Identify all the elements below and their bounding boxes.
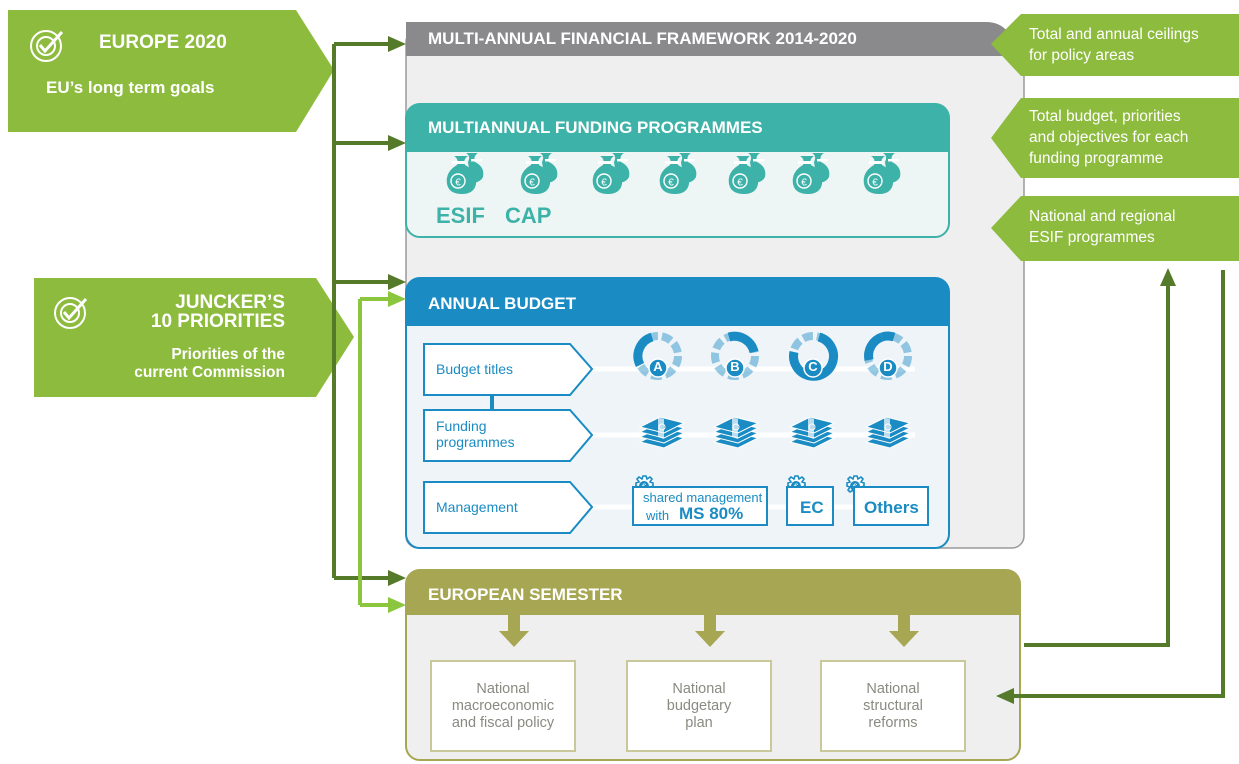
programmes-title: MULTIANNUAL FUNDING PROGRAMMES (428, 118, 763, 137)
row-label-budget-titles: Budget titles (436, 361, 514, 377)
light-green-arrowheads (388, 291, 406, 613)
budget-title-letter-a: A (653, 359, 663, 374)
dark-green-arrowheads (388, 36, 1176, 704)
europe2020-title: EUROPE 2020 (99, 32, 227, 53)
side-note-1-shape (991, 14, 1239, 76)
row-label-management: Management (436, 499, 518, 515)
side-note-2-line2: and objectives for each (1029, 129, 1189, 146)
semester-box-2-line3: plan (685, 714, 713, 731)
semester-box-2-line1: National (672, 680, 726, 697)
juncker-title-line2: 10 PRIORITIES (150, 311, 285, 332)
budget-title-letter-c: C (808, 359, 818, 374)
dark-green-connectors (332, 42, 1225, 698)
semester-box-3-line1: National (866, 680, 920, 697)
europe2020-shape (8, 10, 334, 132)
side-note-esif-programmes: National and regional ESIF programmes (1029, 206, 1176, 248)
light-green-connectors (358, 297, 390, 607)
side-note-2-line1: Total budget, priorities (1029, 108, 1181, 125)
management-shared-box: shared management with MS 80% (632, 486, 768, 526)
semester-box-budgetary: National budgetary plan (626, 660, 772, 752)
semester-box-2-line2: budgetary (666, 697, 732, 714)
europe2020-subtitle: EU’s long term goals (46, 78, 215, 97)
row-label-funding-programmes: Funding programmes (436, 418, 515, 450)
semester-box-1-line2: macroeconomic (451, 697, 555, 714)
semester-box-3-line3: reforms (868, 714, 918, 731)
semester-box-3-line2: structural (863, 697, 923, 714)
budget-title-letter-b: B (730, 359, 740, 374)
mff-title: MULTI-ANNUAL FINANCIAL FRAMEWORK 2014-20… (428, 29, 857, 48)
management-shared-with: with (646, 508, 670, 523)
budget-title-letter-d: D (883, 359, 893, 374)
side-note-3-shape (991, 196, 1239, 261)
side-note-programme-budget: Total budget, priorities and objectives … (1029, 106, 1188, 169)
side-note-2-shape (991, 98, 1239, 178)
semester-box-macroeconomic: National macroeconomic and fiscal policy (430, 660, 576, 752)
juncker-shape (34, 278, 354, 397)
management-shared-ms: MS 80% (679, 504, 744, 523)
semester-box-1-line3: and fiscal policy (451, 714, 555, 731)
side-note-ceilings: Total and annual ceilings for policy are… (1029, 24, 1199, 66)
semester-box-structural: National structural reforms (820, 660, 966, 752)
side-note-3-line2: ESIF programmes (1029, 229, 1155, 246)
management-others-label: Others (864, 498, 919, 517)
management-ec-label: EC (800, 498, 824, 517)
target-check-icons (30, 30, 88, 329)
juncker-subtitle-line2: current Commission (134, 364, 285, 381)
row-label-shapes (423, 343, 594, 534)
side-note-1-line2: for policy areas (1029, 47, 1135, 64)
side-note-3-line1: National and regional (1029, 208, 1176, 225)
juncker-subtitle-line1: Priorities of the (171, 346, 285, 363)
juncker-title-line1: JUNCKER’S (175, 292, 285, 313)
programme-label-cap: CAP (505, 203, 552, 228)
semester-box-1-line1: National (476, 680, 530, 697)
management-shared-line1: shared management (643, 490, 763, 505)
management-ec-box: EC (786, 486, 834, 526)
programme-label-esif: ESIF (436, 203, 485, 228)
semester-title: EUROPEAN SEMESTER (428, 585, 623, 604)
side-note-1-line1: Total and annual ceilings (1029, 26, 1199, 43)
management-others-box: Others (853, 486, 929, 526)
annual-budget-title: ANNUAL BUDGET (428, 294, 576, 313)
semester-down-arrows (499, 615, 919, 647)
budget-title-donuts (633, 331, 912, 381)
side-note-2-line3: funding programme (1029, 150, 1164, 167)
